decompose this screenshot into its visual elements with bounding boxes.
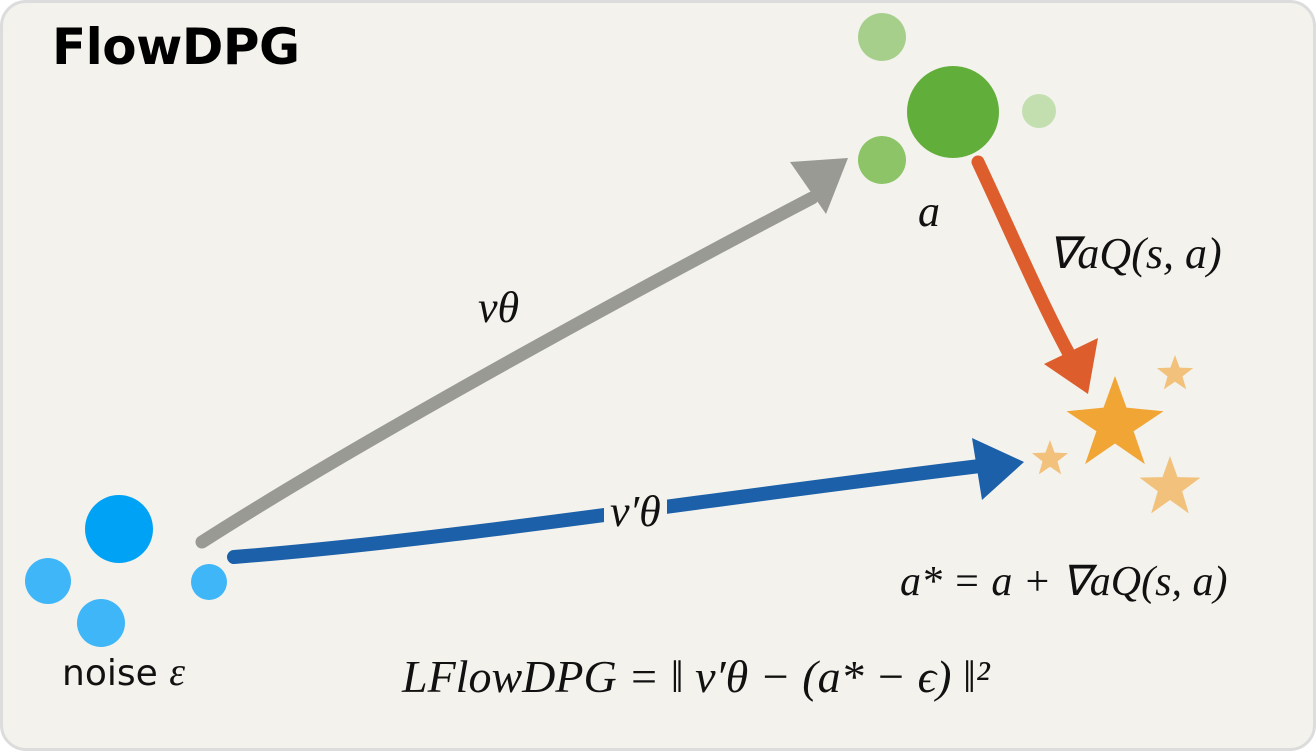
target-star	[1031, 440, 1069, 475]
arrow-gradient	[971, 155, 1098, 394]
noise-sample	[191, 564, 227, 600]
target-stars	[1031, 355, 1201, 514]
label-target-action: a* = a + ∇aQ(s, a)	[900, 559, 1228, 605]
noise-sample	[25, 558, 71, 604]
action-sample	[858, 136, 906, 184]
noise-sample-main	[85, 495, 153, 563]
action-sample	[1022, 94, 1056, 128]
label-gradient: ∇aQ(s, a)	[1048, 229, 1222, 278]
target-star	[1139, 456, 1201, 514]
noise-sample	[77, 599, 125, 647]
action-sample-main	[907, 66, 999, 158]
label-v-theta: vθ	[478, 283, 520, 332]
loss-formula: LFlowDPG = ‖ v′θ − (a* − ϵ) ‖²	[402, 651, 990, 702]
arrow-v-theta	[195, 158, 848, 549]
target-star-main	[1066, 376, 1164, 465]
label-noise-text: noise	[62, 653, 158, 694]
diagram-title: FlowDPG	[52, 18, 300, 76]
arrow-v-theta-prime	[227, 438, 1024, 564]
label-v-theta-prime: v′θ	[604, 486, 667, 537]
noise-samples	[25, 495, 227, 647]
label-action: a	[918, 187, 940, 236]
action-samples	[858, 13, 1056, 184]
label-noise: noise ε	[62, 648, 185, 695]
target-star	[1156, 355, 1194, 390]
action-sample	[858, 13, 906, 61]
label-noise-symbol: ε	[169, 649, 185, 694]
